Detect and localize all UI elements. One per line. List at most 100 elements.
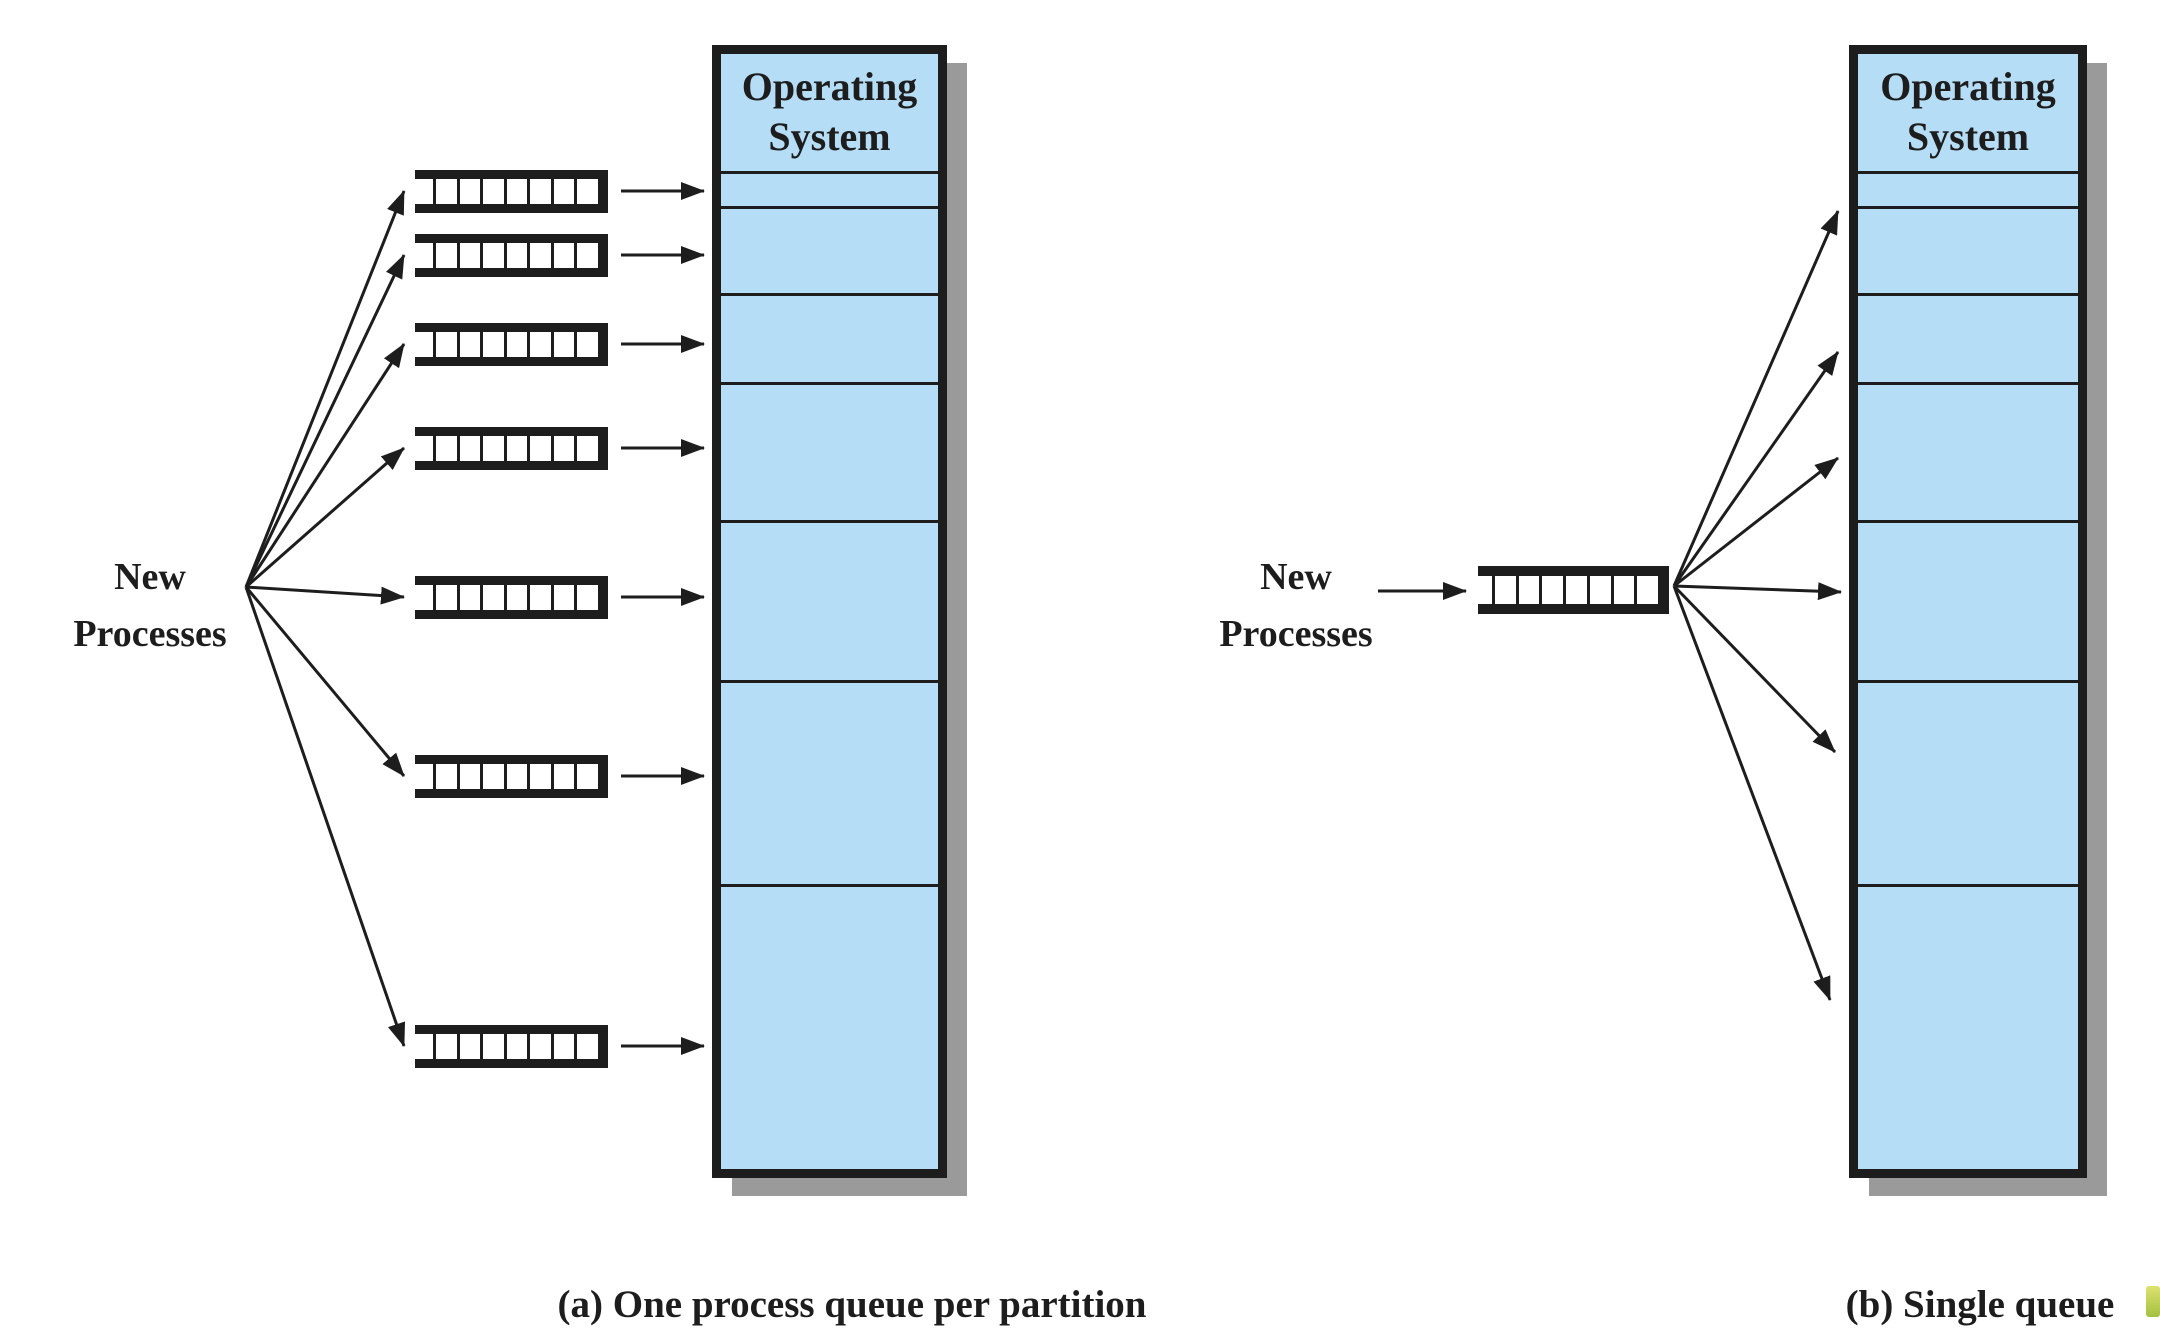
queue-slot <box>480 585 504 610</box>
queue-slot <box>433 764 457 789</box>
queue-slot <box>550 332 575 357</box>
operating-system-label-line2: System <box>768 114 891 159</box>
process-queue-a <box>415 427 608 470</box>
partition-2 <box>1858 206 2078 293</box>
partition-5 <box>721 520 938 680</box>
fan-arrow-a <box>244 190 406 588</box>
partition-6 <box>721 680 938 884</box>
queue-slot <box>503 764 528 789</box>
queue-slot <box>1610 576 1635 604</box>
caption-panel-a: (a) One process queue per partition <box>557 1283 1147 1326</box>
partition-7 <box>721 884 938 1169</box>
queue-open-end <box>415 179 433 204</box>
queue-slot <box>456 1034 481 1059</box>
edge-highlight-mark <box>2146 1286 2160 1317</box>
queue-slot <box>503 436 528 461</box>
queue-slot <box>480 332 504 357</box>
caption-panel-b: (b) Single queue <box>1845 1283 2115 1326</box>
queue-slot <box>550 179 575 204</box>
new-processes-line2: Processes <box>73 613 227 655</box>
queue-slot <box>433 585 457 610</box>
queue-slot <box>456 764 481 789</box>
queue-slot <box>433 243 457 268</box>
partition-1 <box>721 171 938 206</box>
partition-4 <box>721 382 938 520</box>
queue-slot <box>480 179 504 204</box>
fan-arrow-b <box>1672 210 1840 587</box>
queue-slot <box>1563 576 1587 604</box>
operating-system-label-line2: System <box>1906 114 2030 159</box>
operating-system-label-line1: Operating <box>741 64 918 109</box>
fan-arrow-b <box>1673 582 1842 601</box>
queue-slot <box>433 436 457 461</box>
new-processes-line2: Processes <box>1219 613 1373 655</box>
fan-arrow-a <box>245 446 405 589</box>
queue-open-end <box>1478 576 1492 604</box>
fan-arrow-a <box>244 586 406 1047</box>
queue-slot <box>574 764 599 789</box>
process-queue-a <box>415 576 608 619</box>
queue-slot <box>527 243 551 268</box>
fan-arrow-b <box>1673 456 1839 588</box>
queue-slot <box>433 1034 457 1059</box>
operating-system-label-line1: Operating <box>1880 64 2056 109</box>
queue-slot <box>574 1034 599 1059</box>
new-processes-label-b: New Processes <box>1219 549 1372 663</box>
queue-slot <box>1539 576 1564 604</box>
queue-slot <box>503 332 528 357</box>
queue-slot <box>456 243 481 268</box>
fan-arrow-b <box>1672 584 1837 754</box>
queue-slot <box>527 764 551 789</box>
fan-arrow-a <box>244 254 406 588</box>
queue-slot <box>550 243 575 268</box>
queue-slot <box>503 585 528 610</box>
queue-slot <box>1492 576 1516 604</box>
queue-slot <box>456 179 481 204</box>
queue-slot <box>456 332 481 357</box>
queue-slot <box>480 1034 504 1059</box>
partition-1 <box>1858 171 2078 206</box>
queue-slot <box>1634 576 1659 604</box>
new-processes-label-a: New Processes <box>73 549 226 663</box>
queue-slot <box>527 436 551 461</box>
fan-arrow-b <box>1672 351 1840 587</box>
queue-slot <box>574 243 599 268</box>
queue-slot <box>574 436 599 461</box>
queue-slot <box>527 1034 551 1059</box>
queue-slot <box>527 332 551 357</box>
queue-open-end <box>415 436 433 461</box>
queue-open-end <box>415 585 433 610</box>
queue-open-end <box>415 764 433 789</box>
queue-slot <box>574 585 599 610</box>
queue-slot <box>503 1034 528 1059</box>
fan-arrow-a <box>245 585 405 605</box>
process-queue-a <box>415 234 608 277</box>
fan-arrow-a <box>244 343 406 588</box>
queue-slot <box>433 332 457 357</box>
queue-slot <box>480 436 504 461</box>
fan-arrow-b <box>1672 585 1832 1001</box>
queue-slot <box>550 764 575 789</box>
queue-slot <box>480 764 504 789</box>
queue-slot <box>503 179 528 204</box>
queue-slot <box>527 585 551 610</box>
process-queue-a <box>415 323 608 366</box>
partition-4 <box>1858 382 2078 520</box>
queue-slot <box>480 243 504 268</box>
partition-3 <box>1858 293 2078 382</box>
partition-5 <box>1858 520 2078 680</box>
queue-slot <box>456 585 481 610</box>
queue-open-end <box>415 1034 433 1059</box>
partition-3 <box>721 293 938 382</box>
process-queue-a <box>415 170 608 213</box>
queue-open-end <box>415 332 433 357</box>
queue-slot <box>574 332 599 357</box>
queue-slot <box>1586 576 1611 604</box>
new-processes-line1: New <box>114 556 186 598</box>
partition-2 <box>721 206 938 293</box>
queue-slot <box>574 179 599 204</box>
